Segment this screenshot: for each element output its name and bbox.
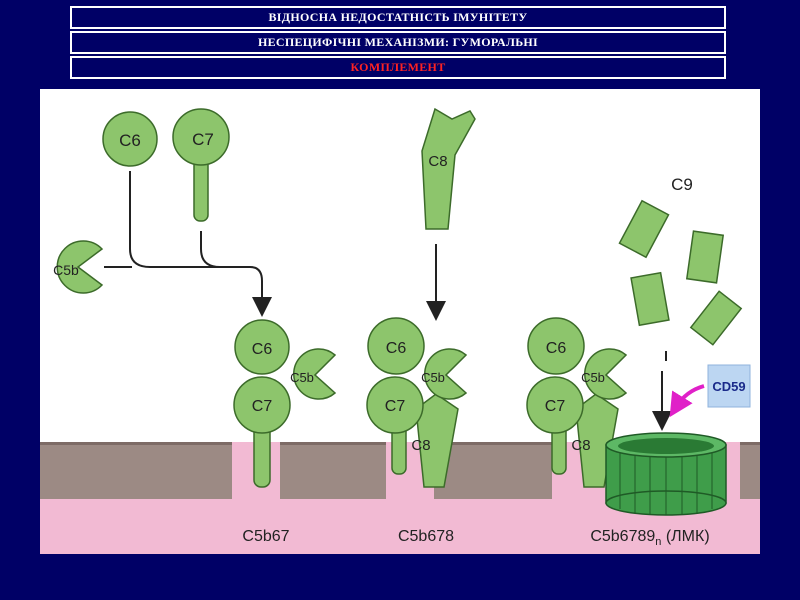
label-free-c6: C6 [119, 131, 141, 150]
label-c3-c5b: C5b [581, 370, 605, 385]
membrane-attack-pore [605, 432, 727, 516]
complement-diagram: C6 C7 C5b C8 C9 C6 C7 C5 [40, 107, 760, 554]
free-c8: C8 [421, 107, 476, 321]
label-cd59: CD59 [712, 379, 745, 394]
label-c1-c6: C6 [252, 341, 273, 358]
free-c9: C9 [618, 175, 743, 431]
title-nonspecific-humoral-mechanisms: НЕСПЕЦИФІЧНІ МЕХАНІЗМИ: ГУМОРАЛЬНІ [70, 31, 726, 54]
complex-c5b67: C6 C7 C5b C5b67 [233, 319, 337, 545]
complement-diagram-panel: C6 C7 C5b C8 C9 C6 C7 C5 [40, 89, 760, 554]
free-c5b: C5b [53, 240, 104, 294]
label-c1-c7: C7 [252, 398, 273, 415]
label-c1-c5b: C5b [290, 370, 314, 385]
label-free-c5b: C5b [53, 262, 79, 278]
assembly-arrows [104, 171, 272, 317]
label-c2-c6: C6 [386, 340, 407, 357]
complex-c5b678: C8 C6 C7 C5b C5b678 [366, 317, 468, 545]
label-free-c8: C8 [428, 153, 447, 170]
free-c6: C6 [102, 111, 158, 167]
label-c2-c8: C8 [411, 437, 430, 454]
cd59-inhibition-arrow [669, 384, 705, 418]
title-relative-immunity-deficiency: ВІДНОСНА НЕДОСТАТНІСТЬ ІМУНІТЕТУ [70, 6, 726, 29]
label-c3-c7: C7 [545, 398, 566, 415]
cd59-inhibitor: CD59 [669, 364, 751, 418]
label-free-c9: C9 [671, 175, 693, 194]
label-free-c7: C7 [192, 130, 214, 149]
label-c2-c5b: C5b [421, 370, 445, 385]
label-c5b67: C5b67 [242, 528, 289, 545]
label-c2-c7: C7 [385, 398, 406, 415]
free-c7: C7 [172, 108, 230, 222]
label-c5b678: C5b678 [398, 528, 454, 545]
label-c3-c6: C6 [546, 340, 567, 357]
label-c5b6789n: C5b6789n (ЛМК) [590, 528, 709, 548]
title-complement: КОМПЛЕМЕНТ [70, 56, 726, 79]
label-c3-c8: C8 [571, 437, 590, 454]
